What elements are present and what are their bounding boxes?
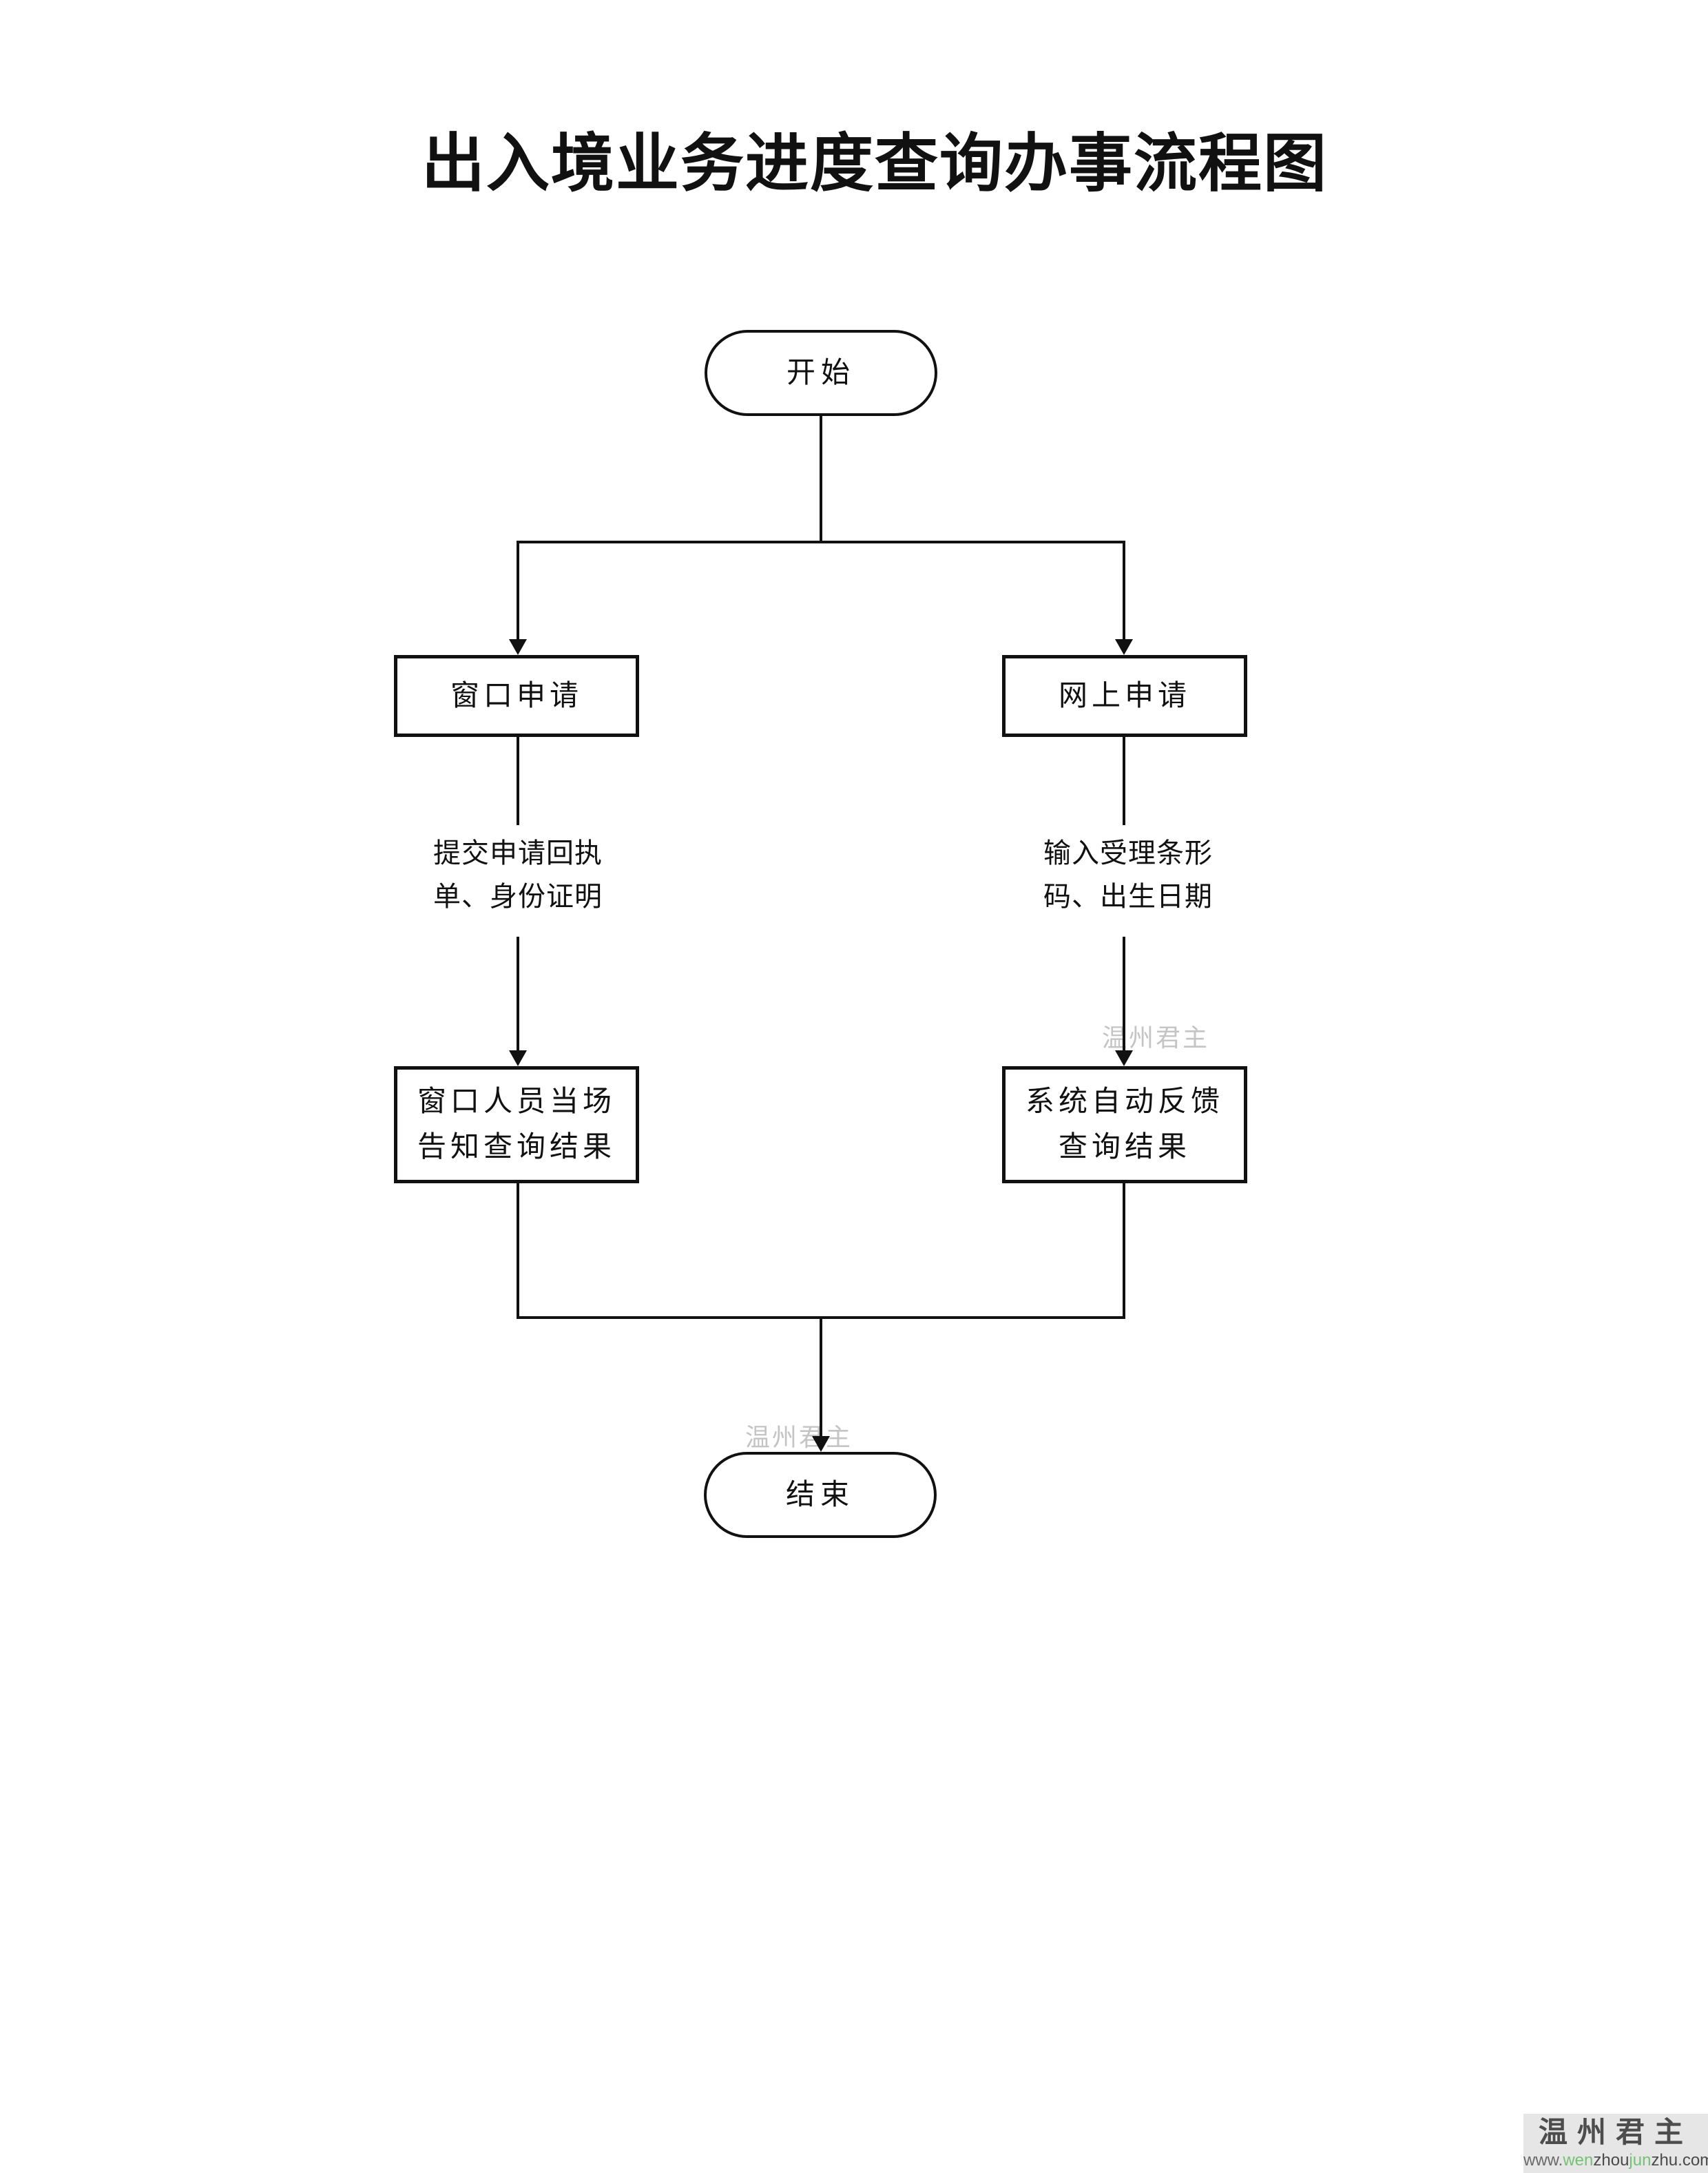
window-result-line2: 告知查询结果 xyxy=(417,1132,616,1163)
site-url-zhou: zhou xyxy=(1593,2151,1629,2170)
arrowhead-window-result xyxy=(509,1050,527,1066)
edge-branch-to-online-apply xyxy=(1123,541,1125,641)
arrowhead-window-apply xyxy=(509,639,527,655)
site-watermark-url: www.wenzhoujunzhu.com xyxy=(1523,2152,1708,2170)
edge-note-to-window-result xyxy=(517,937,519,1052)
page-title: 出入境业务进度查询办事流程图 xyxy=(421,129,1328,199)
site-url-zhucom: zhu.com xyxy=(1651,2151,1708,2170)
edge-window-result-to-join xyxy=(517,1183,519,1319)
window-edge-note-line2: 单、身份证明 xyxy=(433,881,603,912)
window-edge-note-line1: 提交申请回执 xyxy=(433,838,603,869)
edge-start-to-branch xyxy=(820,415,822,542)
edge-online-apply-to-note xyxy=(1123,737,1125,825)
online-apply-label: 网上申请 xyxy=(1058,680,1191,712)
edge-online-result-to-join xyxy=(1123,1183,1125,1319)
edge-note-to-online-result xyxy=(1123,937,1125,1052)
branch-split-line xyxy=(517,541,1125,543)
site-url-www: www. xyxy=(1523,2151,1563,2170)
end-node-label: 结束 xyxy=(785,1479,855,1511)
site-url-wen: wen xyxy=(1563,2151,1594,2170)
window-apply-label: 窗口申请 xyxy=(450,680,583,712)
online-apply-box: 网上申请 xyxy=(1002,655,1247,737)
edge-window-apply-to-note xyxy=(517,737,519,825)
online-result-line2: 查询结果 xyxy=(1058,1132,1191,1163)
window-result-line1: 窗口人员当场 xyxy=(417,1086,616,1118)
start-node-label: 开始 xyxy=(786,357,855,389)
start-node: 开始 xyxy=(705,330,937,416)
end-node: 结束 xyxy=(704,1452,937,1538)
edge-join-to-end xyxy=(820,1316,822,1437)
ghost-watermark-2: 温州君主 xyxy=(745,1424,853,1451)
online-result-box: 系统自动反馈 查询结果 xyxy=(1002,1066,1247,1183)
online-edge-note-line2: 码、出生日期 xyxy=(1043,881,1213,912)
window-apply-box: 窗口申请 xyxy=(394,655,639,737)
arrowhead-online-apply xyxy=(1115,639,1133,655)
site-watermark: 温州君主 www.wenzhoujunzhu.com xyxy=(1523,2114,1708,2173)
online-result-line1: 系统自动反馈 xyxy=(1025,1086,1224,1118)
online-edge-note-line1: 输入受理条形 xyxy=(1043,838,1213,869)
window-result-box: 窗口人员当场 告知查询结果 xyxy=(394,1066,639,1183)
arrowhead-online-result xyxy=(1115,1050,1133,1066)
arrowhead-end xyxy=(812,1436,830,1452)
online-edge-note: 输入受理条形 码、出生日期 xyxy=(990,831,1266,918)
site-watermark-logo: 温州君主 xyxy=(1538,2117,1693,2149)
ghost-watermark-1: 温州君主 xyxy=(1102,1024,1210,1052)
window-edge-note: 提交申请回执 单、身份证明 xyxy=(380,831,656,918)
edge-branch-to-window-apply xyxy=(517,541,519,641)
site-url-jun: jun xyxy=(1629,2151,1652,2170)
